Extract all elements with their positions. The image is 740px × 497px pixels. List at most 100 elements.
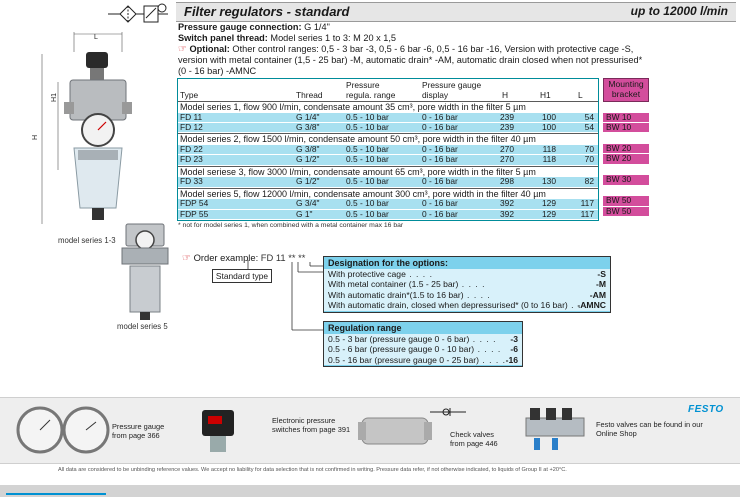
conn-label: Pressure gauge connection:	[178, 22, 302, 32]
option-item: With metal container (1.5 - 25 bar) . . …	[328, 279, 606, 290]
dim-label-h: H	[32, 134, 40, 141]
cell-h: 270	[500, 143, 514, 154]
cell-thread: G 3/4"	[296, 198, 320, 209]
cell-thread: G 1/2"	[296, 154, 320, 165]
cell-l: 54	[584, 111, 594, 122]
optional-label: Optional:	[189, 44, 230, 54]
option-code: -AM	[589, 289, 606, 300]
pressure-gauge-image	[16, 406, 110, 454]
col-l: L	[578, 90, 583, 100]
page-bar	[0, 485, 740, 497]
festo-caption[interactable]: Festo valves can be found in our Online …	[596, 420, 703, 438]
bracket-cell: BW 20	[603, 143, 649, 155]
cell-l: 54	[584, 121, 594, 132]
cell-h: 298	[500, 176, 514, 187]
option-code: -M	[595, 279, 606, 290]
options-box: Designation for the options: With protec…	[323, 256, 611, 313]
bracket-cell: BW 50	[603, 195, 649, 207]
switch-caption[interactable]: Electronic pressure switches from page 3…	[272, 416, 351, 434]
check-caption[interactable]: Check valves from page 446	[450, 430, 498, 448]
table-footnote: * not for model series 1, when combined …	[178, 222, 404, 230]
cell-h: 270	[500, 154, 514, 165]
cell-range: 0.5 - 10 bar	[346, 198, 389, 209]
cell-thread: G 1/2"	[296, 176, 320, 187]
cell-display: 0 - 16 bar	[422, 154, 458, 165]
bracket-spacer	[603, 102, 649, 113]
table-group-title: Model series 1, flow 900 l/min, condensa…	[178, 101, 598, 113]
cell-range: 0.5 - 10 bar	[346, 143, 389, 154]
option-code: -16	[505, 354, 518, 365]
option-dots: . . . .	[463, 289, 491, 300]
option-code: -S	[597, 268, 606, 279]
option-label: With automatic drain*(1.5 to 16 bar)	[328, 289, 464, 300]
bracket-cell: BW 30	[603, 174, 649, 186]
cell-h: 392	[500, 208, 514, 219]
option-label: With automatic drain, closed when depres…	[328, 300, 568, 311]
cell-range: 0.5 - 10 bar	[346, 111, 389, 122]
option-label: 0.5 - 16 bar (pressure gauge 0 - 25 bar)	[328, 354, 479, 365]
option-dots: . . . .	[469, 333, 497, 344]
cell-h1: 130	[542, 176, 556, 187]
festo-logo: FESTO	[688, 404, 724, 415]
conn-value: G 1/4"	[304, 22, 330, 32]
table-group-title: Model series 5, flow 12000 l/min, conden…	[178, 187, 598, 200]
option-label: With protective cage	[328, 268, 406, 279]
cell-type: FDP 54	[180, 198, 209, 209]
cell-h1: 118	[542, 154, 556, 165]
cell-h1: 129	[542, 208, 556, 219]
regulation-box: Regulation range 0.5 - 3 bar (pressure g…	[323, 321, 523, 368]
gauge-caption[interactable]: Pressure gauge from page 366	[112, 422, 165, 440]
cell-thread: G 3/8"	[296, 121, 320, 132]
cell-display: 0 - 16 bar	[422, 176, 458, 187]
disclaimer: All data are considered to be unbinding …	[58, 467, 567, 473]
option-dots: . . . .	[567, 300, 595, 311]
check-valve-symbol-icon	[430, 408, 466, 416]
check-valve-image	[358, 417, 432, 445]
cell-type: FDP 55	[180, 208, 209, 219]
pointing-hand-icon: ☞	[178, 44, 187, 55]
cell-l: 117	[580, 198, 594, 209]
pressure-switch-image	[202, 410, 234, 452]
cell-display: 0 - 16 bar	[422, 198, 458, 209]
option-code: -AMNC	[577, 300, 606, 311]
intro-text: Pressure gauge connection: G 1/4" Switch…	[178, 22, 648, 77]
col-pressure-range: regula. range	[346, 90, 396, 100]
col-h1: H1	[540, 90, 551, 100]
option-item: 0.5 - 6 bar (pressure gauge 0 - 10 bar) …	[328, 344, 518, 355]
page-header: Filter regulators - standard up to 12000…	[176, 2, 736, 22]
cell-type: FD 23	[180, 154, 203, 165]
option-item: With automatic drain, closed when depres…	[328, 300, 606, 311]
bracket-cell: BW 50	[603, 206, 649, 218]
cell-h1: 118	[542, 143, 556, 154]
cell-thread: G 1"	[296, 208, 313, 219]
order-label: Order example:	[193, 252, 259, 263]
cell-range: 0.5 - 10 bar	[346, 121, 389, 132]
option-item: 0.5 - 3 bar (pressure gauge 0 - 6 bar) .…	[328, 334, 518, 345]
caption-model-13: model series 1-3	[58, 236, 116, 245]
symbol-icon	[106, 2, 170, 26]
order-connector-lines	[247, 260, 324, 331]
pointing-hand-icon: ☞	[182, 253, 191, 264]
bracket-cell: BW 10	[603, 122, 649, 134]
order-example: ☞ Order example: FD 11 ** **	[182, 252, 305, 264]
panel-value: Model series 1 to 3: M 20 x 1,5	[270, 33, 397, 43]
options-title: Designation for the options:	[328, 258, 448, 268]
cell-display: 0 - 16 bar	[422, 121, 458, 132]
option-label: 0.5 - 6 bar (pressure gauge 0 - 10 bar)	[328, 344, 475, 355]
accessory-strip: Pressure gauge from page 366 Electronic …	[0, 397, 740, 464]
panel-label: Switch panel thread:	[178, 33, 268, 43]
optional-text: Other control ranges: 0,5 - 3 bar -3, 0,…	[178, 44, 643, 76]
bracket-cell: BW 20	[603, 153, 649, 165]
option-label: With metal container (1.5 - 25 bar)	[328, 279, 459, 290]
cell-l: 82	[584, 176, 594, 187]
order-code: FD 11 ** **	[260, 252, 306, 263]
cell-l: 70	[584, 143, 594, 154]
cell-type: FD 33	[180, 176, 203, 187]
filter-regulator-image-13	[30, 30, 140, 230]
cell-h1: 129	[542, 198, 556, 209]
